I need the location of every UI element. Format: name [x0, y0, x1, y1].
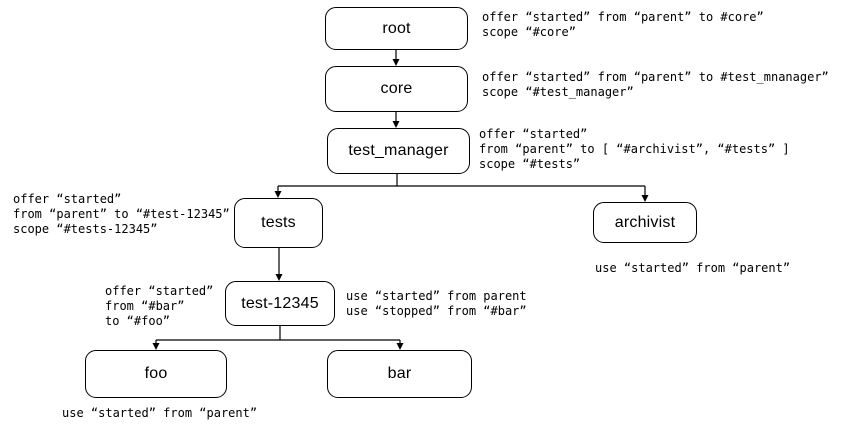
node-tests: tests — [234, 198, 323, 248]
annotation-core-offer: offer “started” from “parent” to #test_m… — [482, 70, 829, 99]
edge-root-core — [392, 50, 400, 66]
annotation-test-12345-use: use “started” from parent use “stopped” … — [346, 289, 527, 318]
node-test-manager-label: test_manager — [348, 142, 449, 159]
node-root-label: root — [382, 19, 411, 37]
node-test-12345: test-12345 — [225, 281, 335, 326]
node-core-label: core — [380, 80, 413, 97]
arrowhead-icon — [392, 59, 400, 66]
arrowhead-icon — [641, 195, 649, 202]
node-tests-label: tests — [261, 214, 296, 231]
node-core: core — [325, 66, 468, 112]
arrowhead-icon — [152, 343, 160, 350]
arrowhead-icon — [275, 274, 283, 281]
node-foo-label: foo — [144, 365, 168, 382]
edge-test-manager-children — [274, 174, 649, 202]
node-foo: foo — [85, 350, 227, 398]
edge-tests-test-12345 — [275, 248, 283, 281]
edge-core-test-manager — [392, 112, 400, 128]
node-bar: bar — [327, 350, 472, 398]
node-test-12345-label: test-12345 — [241, 294, 319, 312]
annotation-root-offer: offer “started” from “parent” to #core” … — [482, 10, 764, 39]
arrowhead-icon — [396, 343, 404, 350]
annotation-test-12345-offer: offer “started” from “#bar” to “#foo” — [105, 284, 214, 328]
arrowhead-icon — [392, 121, 400, 128]
node-bar-label: bar — [387, 365, 412, 382]
edge-test-12345-children — [152, 326, 404, 350]
annotation-foo-use: use “started” from “parent” — [62, 406, 258, 420]
annotation-archivist-use: use “started” from “parent” — [595, 261, 791, 275]
annotation-test-manager-offer: offer “started” from “parent” to [ “#arc… — [479, 127, 790, 171]
node-root: root — [325, 7, 468, 50]
node-archivist: archivist — [593, 202, 697, 243]
annotation-tests-offer: offer “started” from “parent” to “#test-… — [13, 192, 230, 236]
node-archivist-label: archivist — [614, 213, 676, 231]
node-test-manager: test_manager — [327, 128, 470, 174]
arrowhead-icon — [274, 191, 282, 198]
